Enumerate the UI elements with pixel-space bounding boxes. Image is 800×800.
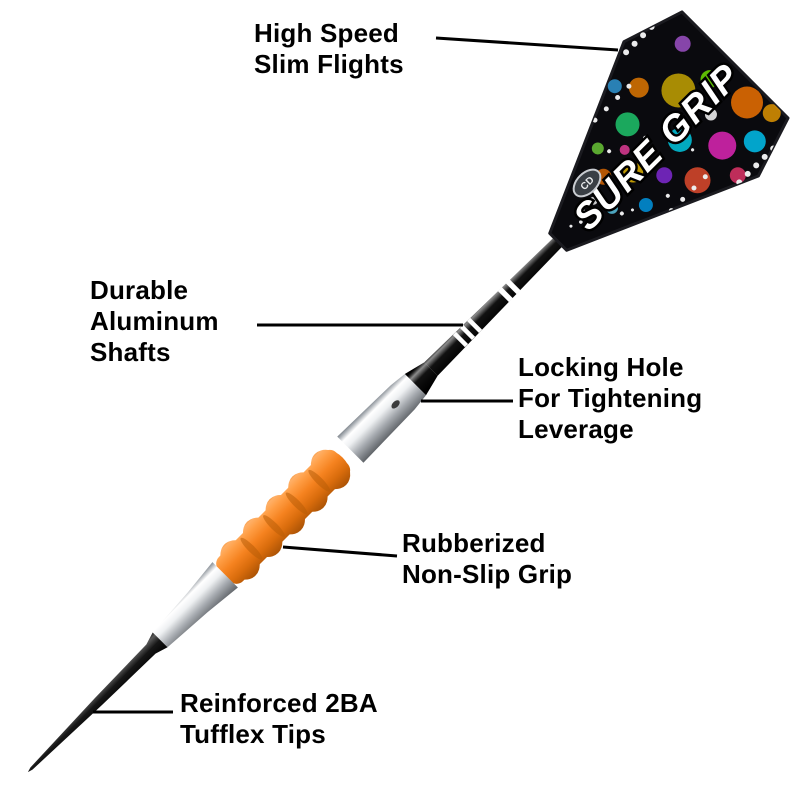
- flight-logo-badge: [572, 168, 602, 198]
- label-shafts-line3: Shafts: [90, 337, 171, 367]
- dart-barrel-rear: [152, 562, 238, 648]
- label-locking-hole-line1: Locking Hole: [518, 352, 684, 382]
- connector-grip: [282, 545, 398, 558]
- label-shafts-line2: Aluminum: [90, 306, 219, 336]
- shaft-ring: [460, 324, 476, 340]
- locking-hole: [391, 400, 400, 409]
- dart-flight: [548, 6, 794, 252]
- label-shafts: Durable Aluminum Shafts: [90, 275, 219, 368]
- label-shafts-line1: Durable: [90, 275, 189, 305]
- dart-shaft-flare: [404, 362, 438, 396]
- label-grip-line1: Rubberized: [402, 528, 546, 558]
- grip-groove: [263, 515, 285, 537]
- grip-groove: [308, 469, 331, 492]
- dart-grip: [216, 449, 351, 584]
- shaft-rings: [452, 279, 521, 348]
- label-flights: High Speed Slim Flights: [254, 18, 404, 80]
- label-flights-line2: Slim Flights: [254, 49, 404, 79]
- label-tips-line2: Tufflex Tips: [180, 719, 326, 749]
- shaft-ring: [452, 331, 469, 348]
- flight-logo: CD: [572, 168, 602, 198]
- connector-flights: [435, 36, 619, 52]
- label-flights-line1: High Speed: [254, 18, 400, 48]
- dart-tip: [27, 632, 168, 773]
- label-tips-line1: Reinforced 2BA: [180, 688, 378, 718]
- shaft-ring: [497, 287, 513, 303]
- label-tips: Reinforced 2BA Tufflex Tips: [180, 688, 378, 750]
- grip-groove: [285, 492, 308, 515]
- grip-groove: [240, 537, 263, 560]
- label-locking-hole-line3: Leverage: [518, 414, 634, 444]
- shaft-ring: [505, 279, 521, 295]
- shaft-ring: [467, 317, 483, 333]
- label-locking-hole: Locking Hole For Tightening Leverage: [518, 352, 702, 445]
- flight-pattern: [569, 6, 794, 228]
- label-grip: Rubberized Non-Slip Grip: [402, 528, 572, 590]
- dart-barrel-front: [337, 374, 426, 463]
- label-locking-hole-line2: For Tightening: [518, 383, 703, 413]
- flight-outline: [548, 10, 790, 252]
- connectors: [93, 36, 619, 714]
- label-grip-line2: Non-Slip Grip: [402, 559, 573, 589]
